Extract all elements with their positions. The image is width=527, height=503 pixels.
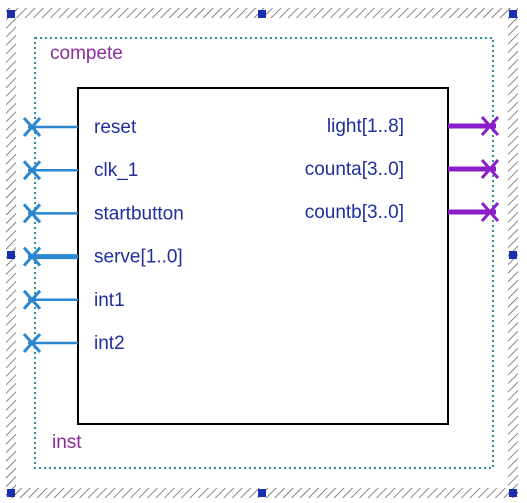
handle-bottom-left[interactable] (7, 489, 15, 497)
symbol-body[interactable] (77, 87, 449, 425)
output-port[interactable]: countb[3..0] (305, 202, 500, 223)
entity-name: compete (50, 43, 123, 64)
input-port[interactable]: int2 (22, 333, 125, 354)
input-port[interactable]: reset (22, 117, 137, 138)
input-port-label: serve[1..0] (94, 247, 183, 268)
pin-x-icon (480, 159, 500, 179)
input-ports: reset clk_1 startbutton serve[1..0] int1 int2 (22, 117, 184, 354)
pin-x-icon (22, 117, 42, 137)
output-port[interactable]: light[1..8] (327, 116, 500, 137)
input-port-label: clk_1 (94, 160, 138, 181)
input-port-label: startbutton (94, 203, 184, 224)
input-port[interactable]: clk_1 (22, 160, 138, 181)
handle-top-left[interactable] (7, 10, 15, 18)
input-port[interactable]: startbutton (22, 203, 184, 224)
resize-handles[interactable] (7, 10, 517, 497)
pin-x-icon (22, 160, 42, 181)
output-port-label: countb[3..0] (305, 202, 404, 223)
handle-top-mid[interactable] (258, 10, 266, 18)
input-port-label: reset (94, 117, 137, 138)
output-port-label: light[1..8] (327, 116, 404, 137)
output-ports: light[1..8] counta[3..0] countb[3..0] (305, 116, 500, 223)
pin-x-icon (480, 202, 500, 222)
pin-x-icon (480, 116, 500, 136)
input-port-label: int2 (94, 333, 125, 354)
output-port-label: counta[3..0] (305, 159, 404, 180)
handle-mid-left[interactable] (7, 251, 15, 259)
handle-mid-right[interactable] (509, 251, 517, 259)
pin-x-icon (22, 289, 42, 310)
output-port[interactable]: counta[3..0] (305, 159, 500, 180)
handle-bottom-right[interactable] (509, 489, 517, 497)
pin-x-icon (22, 333, 42, 353)
pin-x-icon (22, 203, 42, 224)
input-port[interactable]: int1 (22, 289, 125, 311)
instance-name: inst (52, 432, 82, 453)
pin-x-icon (22, 246, 42, 267)
input-port[interactable]: serve[1..0] (22, 246, 183, 268)
input-port-label: int1 (94, 290, 125, 311)
handle-top-right[interactable] (509, 10, 517, 18)
handle-bottom-mid[interactable] (258, 489, 266, 497)
